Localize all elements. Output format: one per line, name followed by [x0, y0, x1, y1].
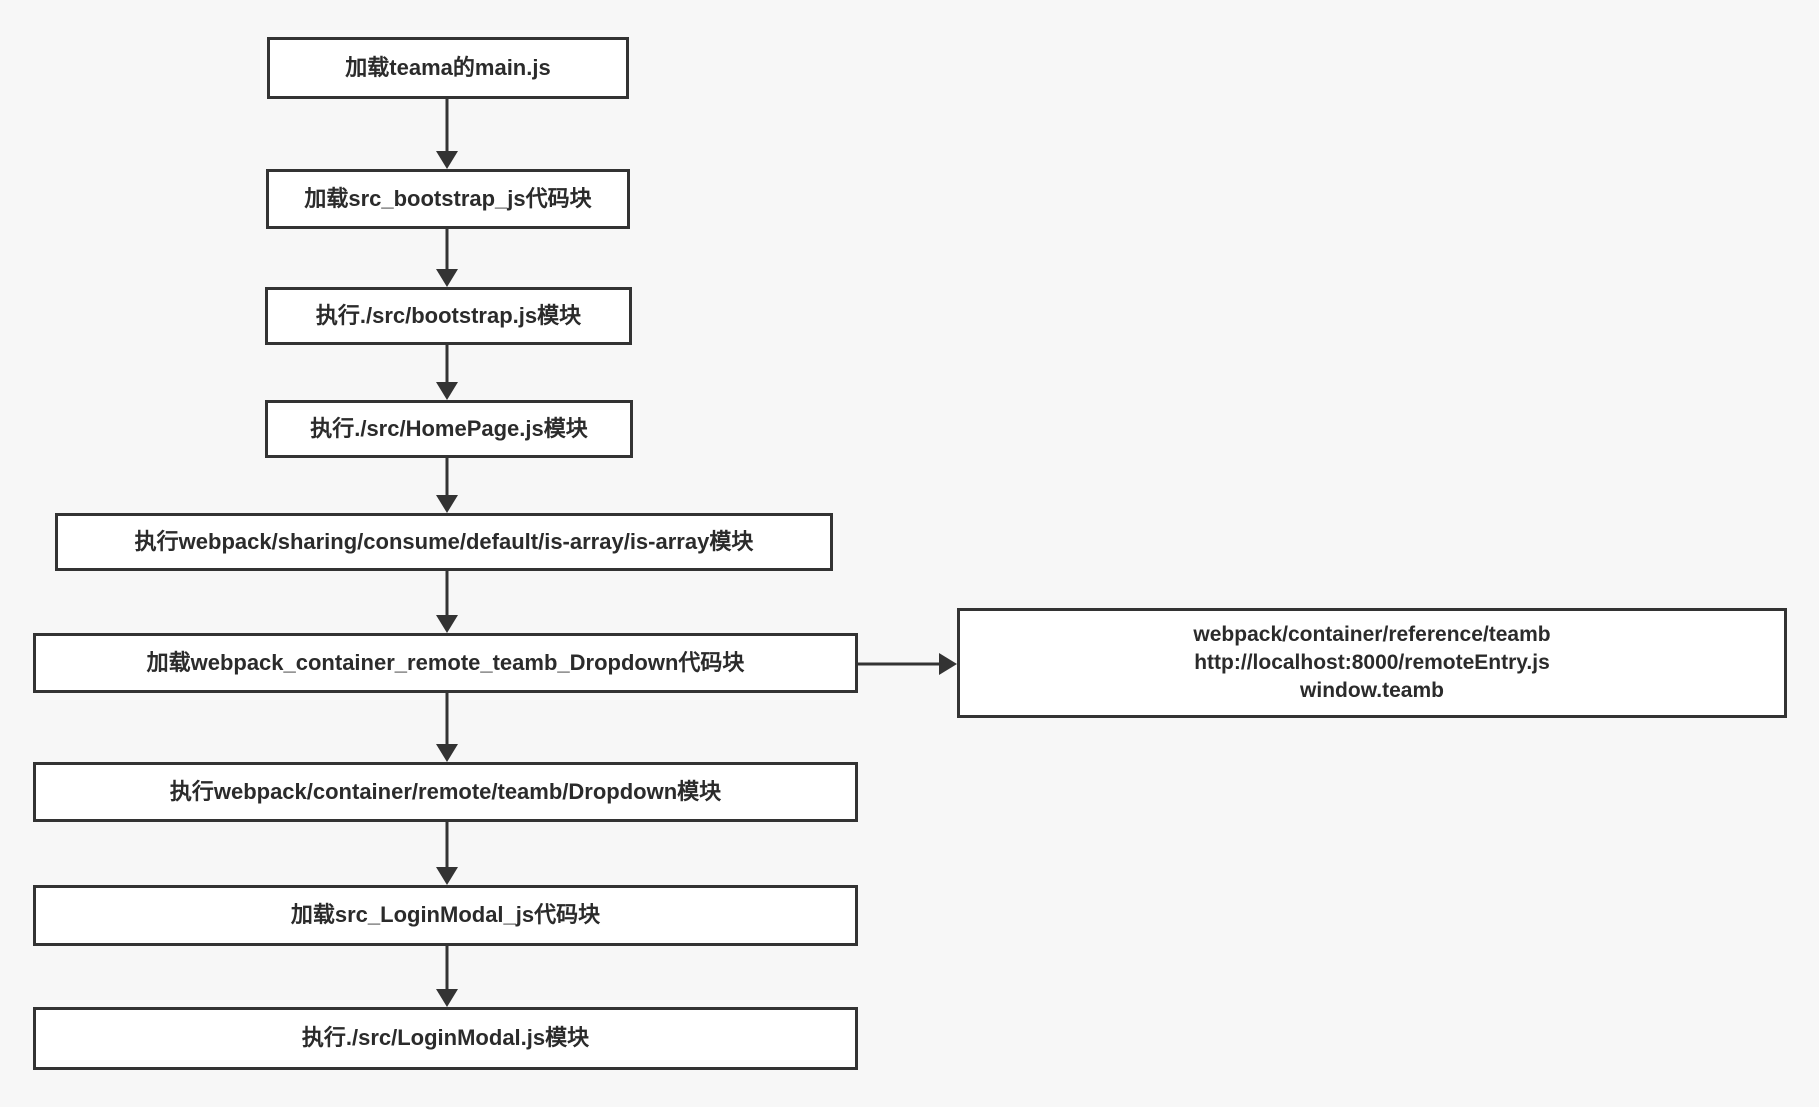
arrow-down-connector-3	[436, 345, 458, 400]
arrow-down-connector-4	[436, 458, 458, 513]
arrow-head-icon	[436, 867, 458, 885]
arrow-head-icon	[436, 744, 458, 762]
arrow-line	[445, 99, 449, 153]
flow-node-load-src-bootstrap-js-chunk: 加载src_bootstrap_js代码块	[266, 169, 630, 229]
arrow-line	[858, 662, 941, 666]
arrow-head-icon	[436, 269, 458, 287]
flow-node-label: 执行./src/HomePage.js模块	[310, 415, 588, 441]
arrow-down-connector-6	[436, 693, 458, 762]
arrow-line	[445, 693, 449, 746]
flow-node-load-src-loginmodal-js-chunk: 加载src_LoginModal_js代码块	[33, 885, 858, 946]
arrow-line	[445, 345, 449, 384]
flow-node-exec-webpack-container-remote-teamb-dropdown-module: 执行webpack/container/remote/teamb/Dropdow…	[33, 762, 858, 822]
flow-node-exec-src-bootstrap-js-module: 执行./src/bootstrap.js模块	[265, 287, 632, 345]
flow-node-exec-src-loginmodal-js-module: 执行./src/LoginModal.js模块	[33, 1007, 858, 1070]
reference-line-module: webpack/container/reference/teamb	[1193, 623, 1551, 646]
arrow-head-icon	[436, 989, 458, 1007]
flow-node-exec-src-homepage-js-module: 执行./src/HomePage.js模块	[265, 400, 633, 458]
reference-line-global: window.teamb	[1300, 679, 1444, 702]
arrow-head-icon	[436, 382, 458, 400]
flow-node-load-webpack-container-remote-teamb-dropdown-chunk: 加载webpack_container_remote_teamb_Dropdow…	[33, 633, 858, 693]
flow-node-label: 加载src_LoginModal_js代码块	[290, 902, 601, 928]
flow-node-label: 执行./src/bootstrap.js模块	[315, 302, 582, 328]
arrow-head-icon	[436, 495, 458, 513]
flow-node-exec-webpack-sharing-consume-is-array-module: 执行webpack/sharing/consume/default/is-arr…	[55, 513, 833, 571]
arrow-right-connector	[858, 653, 957, 675]
flow-node-label: 加载webpack_container_remote_teamb_Dropdow…	[146, 649, 745, 675]
arrow-down-connector-2	[436, 229, 458, 287]
flow-node-label: 加载teama的main.js	[345, 54, 551, 80]
arrow-head-icon	[939, 653, 957, 675]
arrow-line	[445, 229, 449, 271]
flow-node-load-teama-main-js: 加载teama的main.js	[267, 37, 629, 99]
flow-node-label: 执行webpack/container/remote/teamb/Dropdow…	[169, 778, 722, 804]
arrow-down-connector-7	[436, 822, 458, 885]
arrow-down-connector-8	[436, 946, 458, 1007]
flow-node-label: 执行webpack/sharing/consume/default/is-arr…	[134, 528, 754, 554]
arrow-down-connector-1	[436, 99, 458, 169]
arrow-head-icon	[436, 151, 458, 169]
flow-node-label: 加载src_bootstrap_js代码块	[304, 185, 592, 211]
arrow-line	[445, 571, 449, 617]
arrow-line	[445, 946, 449, 991]
arrow-line	[445, 822, 449, 869]
flow-node-label: 执行./src/LoginModal.js模块	[301, 1025, 590, 1051]
arrow-down-connector-5	[436, 571, 458, 633]
arrow-head-icon	[436, 615, 458, 633]
flow-node-teamb-remote-reference: webpack/container/reference/teamb http:/…	[957, 608, 1787, 718]
reference-line-url: http://localhost:8000/remoteEntry.js	[1194, 651, 1550, 674]
arrow-line	[445, 458, 449, 497]
